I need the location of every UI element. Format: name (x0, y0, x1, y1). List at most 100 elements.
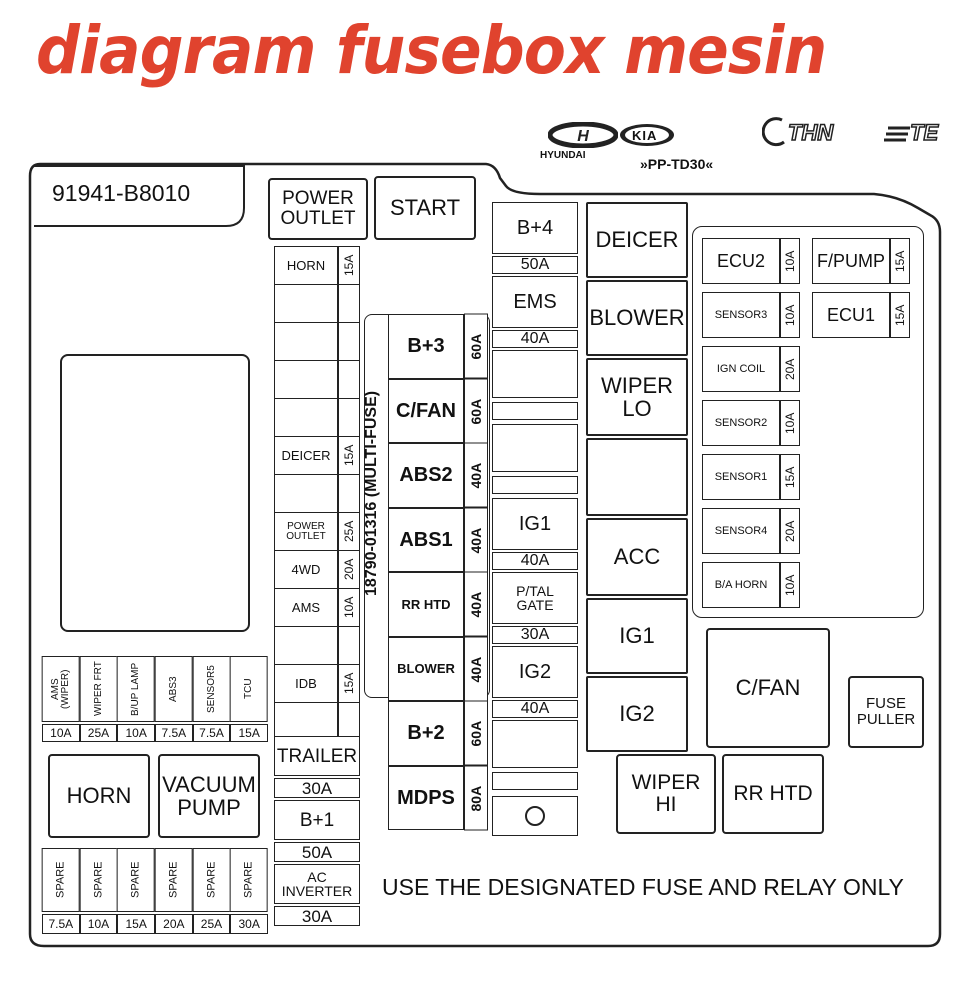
left-fuse-divider (337, 589, 339, 626)
part-code-text: »PP-TD30« (640, 156, 714, 172)
start-relay: START (374, 176, 476, 240)
right-fuse-amp: 15A (780, 454, 800, 500)
center-fuse-label: B+4 (492, 202, 578, 254)
center-fuse-label: EMS (492, 276, 578, 328)
center-empty-slot (492, 772, 578, 790)
left-fuse-label (277, 703, 335, 740)
left-fuse-label: POWER OUTLET (286, 520, 326, 542)
multi-fuse-label: RR HTD (388, 572, 464, 637)
left-fuse-amp (339, 361, 359, 398)
left-fuse-amp (339, 703, 359, 740)
left-fuse-amp: 20A (342, 558, 356, 581)
mid-relay: ACC (586, 518, 688, 596)
right-fuse-label: ECU2 (702, 238, 780, 284)
thn-logo-icon (761, 117, 785, 147)
left-fuse-label: AMS (291, 600, 321, 615)
fuse-puller[interactable]: FUSE PULLER (848, 676, 924, 748)
left-fuse-divider (337, 627, 339, 664)
left-fuse-slot (275, 399, 359, 437)
lower-fuse-label: B+1 (274, 800, 360, 840)
right-fuse-label: SENSOR4 (702, 508, 780, 554)
spare-fuse-amp: 30A (230, 914, 268, 934)
right-fuse-amp: 10A (780, 562, 800, 608)
spare-fuse-label: SPARE (117, 848, 155, 912)
right-fuse-label: IGN COIL (702, 346, 780, 392)
left-fuse-divider (337, 513, 339, 550)
right-fuse-amp: 15A (890, 238, 910, 284)
small-fuse-amp: 15A (230, 724, 268, 742)
spare-fuse-label: SPARE (79, 848, 118, 912)
lower-fuse-amp: 30A (274, 778, 360, 798)
spare-fuse-amp: 7.5A (42, 914, 80, 934)
left-fuse-amp: 15A (342, 254, 356, 277)
center-empty-slot (492, 350, 578, 398)
multi-fuse-label: ABS1 (388, 507, 464, 572)
left-fuse-amp (339, 475, 359, 512)
lower-fuse-amp: 50A (274, 842, 360, 862)
multi-fuse-amp: 40A (464, 443, 488, 508)
kia-logo-icon (620, 124, 674, 146)
mid-relay: BLOWER (586, 280, 688, 356)
te-logo-icon (884, 126, 910, 142)
left-fuse-divider (337, 665, 339, 702)
wiper-hi-relay: WIPER HI (616, 754, 716, 834)
center-fuse-label: IG2 (492, 646, 578, 698)
thn-logo: THN (761, 112, 854, 148)
left-fuse-divider (337, 399, 339, 436)
small-fuse-label: B/UP LAMP (117, 656, 155, 722)
multi-fuse-amp: 40A (464, 507, 488, 572)
spare-fuse-label: SPARE (230, 848, 268, 912)
left-fuse-divider (337, 551, 339, 588)
center-fuse-label: P/TAL GATE (492, 572, 578, 624)
left-fuse-label (277, 399, 335, 436)
multi-fuse-amp: 60A (464, 378, 488, 443)
svg-text:H: H (577, 128, 589, 145)
small-fuse-amp: 10A (117, 724, 155, 742)
left-fuse-amp (339, 285, 359, 322)
left-fuse-slot: 4WD 20A (275, 551, 359, 589)
hyundai-logo: H (547, 121, 619, 149)
thn-text: THN (787, 119, 834, 146)
spare-fuse-label: SPARE (192, 848, 231, 912)
left-fuse-divider (337, 475, 339, 512)
multi-fuse-label: MDPS (388, 765, 464, 830)
multi-fuse-label: B+2 (388, 701, 464, 766)
left-fuse-amp: 15A (342, 444, 356, 467)
multi-fuse-amp: 40A (464, 572, 488, 637)
small-fuse-label: SENSOR5 (192, 656, 231, 722)
left-fuse-label: 4WD (291, 562, 321, 577)
page-title: diagram fusebox mesin (36, 12, 827, 89)
small-fuse-label: ABS3 (155, 656, 193, 722)
lower-fuse-amp: 30A (274, 906, 360, 926)
spare-fuse-amp: 15A (117, 914, 155, 934)
spare-fuse-amp: 10A (79, 914, 118, 934)
kia-logo: KIA (618, 122, 676, 148)
right-fuse-amp: 20A (780, 346, 800, 392)
center-fuse-amp: 40A (492, 552, 578, 570)
small-fuse-label: WIPER FRT (79, 656, 118, 722)
left-fuse-divider (337, 247, 339, 284)
mid-relay (586, 438, 688, 516)
left-fuse-divider (337, 285, 339, 322)
rr-htd-relay: RR HTD (722, 754, 824, 834)
left-fuse-divider (337, 703, 339, 740)
right-fuse-label: F/PUMP (812, 238, 890, 284)
right-fuse-label: SENSOR1 (702, 454, 780, 500)
left-fuse-label (277, 285, 335, 322)
lower-fuse-label: TRAILER (274, 736, 360, 776)
center-empty-slot (492, 424, 578, 472)
small-fuse-amp: 7.5A (192, 724, 231, 742)
mid-relay: DEICER (586, 202, 688, 278)
right-fuse-amp: 20A (780, 508, 800, 554)
multi-fuse-label: B+3 (388, 314, 464, 379)
